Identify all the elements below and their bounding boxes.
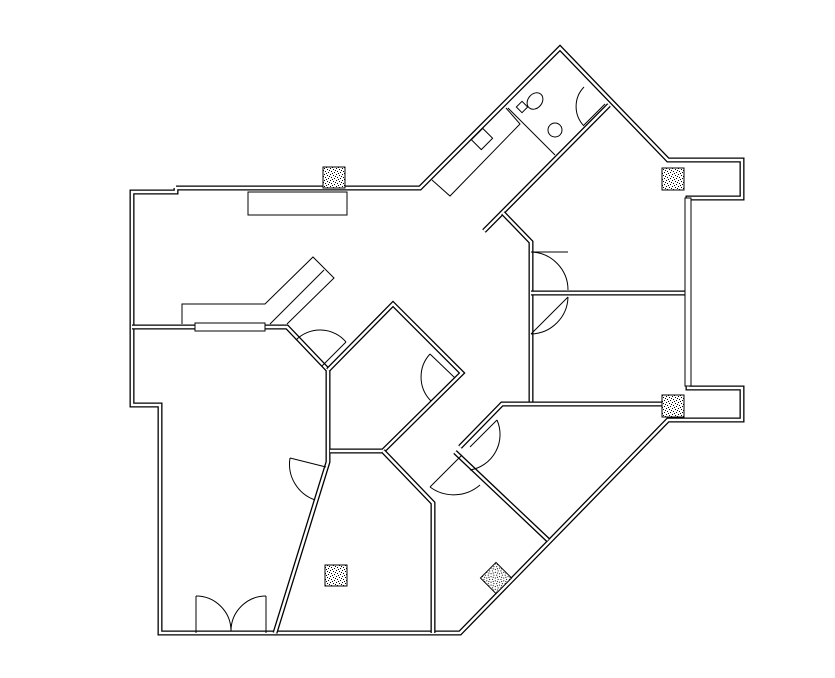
pillar <box>322 166 346 189</box>
partition-wall <box>265 324 331 634</box>
walls <box>129 44 745 636</box>
angled-counter <box>181 256 335 325</box>
window-east <box>684 197 692 387</box>
door[interactable] <box>295 329 347 367</box>
double-door[interactable] <box>195 595 267 633</box>
angled-counter-edge <box>269 269 325 325</box>
lavatory-icon <box>547 122 563 138</box>
partition-wall <box>459 402 666 448</box>
toilet-icon <box>526 92 544 110</box>
exterior-wall <box>130 46 744 635</box>
pillar <box>661 394 685 418</box>
partition-wall <box>326 300 466 454</box>
door[interactable] <box>469 419 501 471</box>
door[interactable] <box>575 86 606 127</box>
pillar <box>661 167 685 191</box>
partition-wall <box>501 211 534 404</box>
partition-wall <box>327 302 464 453</box>
partition-wall <box>502 212 533 404</box>
partition-wall <box>265 325 330 634</box>
door[interactable] <box>420 353 456 402</box>
sink-icon <box>470 127 494 151</box>
reception-counter <box>247 191 348 216</box>
door[interactable] <box>289 457 327 501</box>
partition-wall <box>454 451 549 541</box>
bathroom-wall <box>483 104 610 232</box>
pillar <box>479 561 513 595</box>
partition-wall <box>382 450 435 633</box>
door[interactable] <box>429 454 481 496</box>
window-west <box>194 322 266 332</box>
kitchen-counter <box>431 107 521 197</box>
exterior-wall <box>129 44 745 636</box>
pillar <box>324 564 348 587</box>
door[interactable] <box>530 296 569 335</box>
bathroom-partition <box>507 107 556 156</box>
door[interactable] <box>530 251 569 291</box>
toilet-tank-icon <box>515 100 529 114</box>
